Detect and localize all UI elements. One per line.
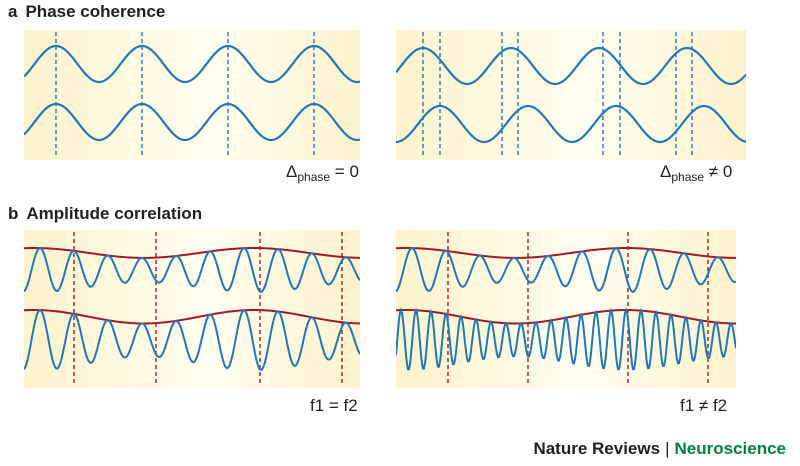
phase-subscript: phase (297, 170, 331, 184)
panel-b-heading: b Amplitude correlation (8, 204, 202, 224)
panel-a-heading: a Phase coherence (8, 2, 165, 22)
journal-credit: Nature Reviews|Neuroscience (533, 439, 786, 459)
delta-symbol: Δ (286, 162, 298, 181)
publisher-name: Nature Reviews (533, 439, 661, 458)
amplitude-correlation-right-panel (396, 230, 736, 388)
signal-2-wave (24, 308, 360, 371)
credit-separator: | (665, 439, 670, 458)
f1-not-equals-f2-label: f1 ≠ f2 (680, 396, 728, 415)
f1-equals-f2-label: f1 = f2 (310, 396, 358, 415)
phase-subscript: phase (671, 170, 705, 184)
signal-2-wave (24, 102, 360, 142)
signal-2-wave (396, 104, 746, 144)
delta-phase-not-equal-label: Δphase ≠ 0 (660, 162, 732, 184)
signal-1-wave (396, 46, 746, 86)
phase-coherence-right-panel (396, 30, 746, 160)
not-equal-zero: ≠ 0 (708, 162, 733, 181)
panel-a-letter: a (8, 2, 18, 21)
panel-b-title: Amplitude correlation (26, 204, 203, 223)
delta-phase-equal-label: Δphase = 0 (286, 162, 359, 184)
signal-1-wave (24, 247, 360, 293)
panel-background (396, 30, 746, 160)
signal-1-envelope (396, 247, 736, 259)
panel-b-letter: b (8, 204, 19, 223)
panel-background (24, 30, 360, 160)
journal-name: Neuroscience (674, 439, 787, 458)
signal-1-envelope (24, 247, 360, 259)
signal-2-wave (396, 307, 736, 371)
equals-zero: = 0 (334, 162, 359, 181)
signal-1-wave (396, 247, 736, 293)
delta-symbol: Δ (660, 162, 672, 181)
signal-2-envelope (24, 309, 360, 325)
amplitude-correlation-left-panel (24, 230, 360, 388)
signal-1-wave (24, 44, 360, 84)
phase-coherence-left-panel (24, 30, 360, 160)
panel-a-title: Phase coherence (25, 2, 166, 21)
